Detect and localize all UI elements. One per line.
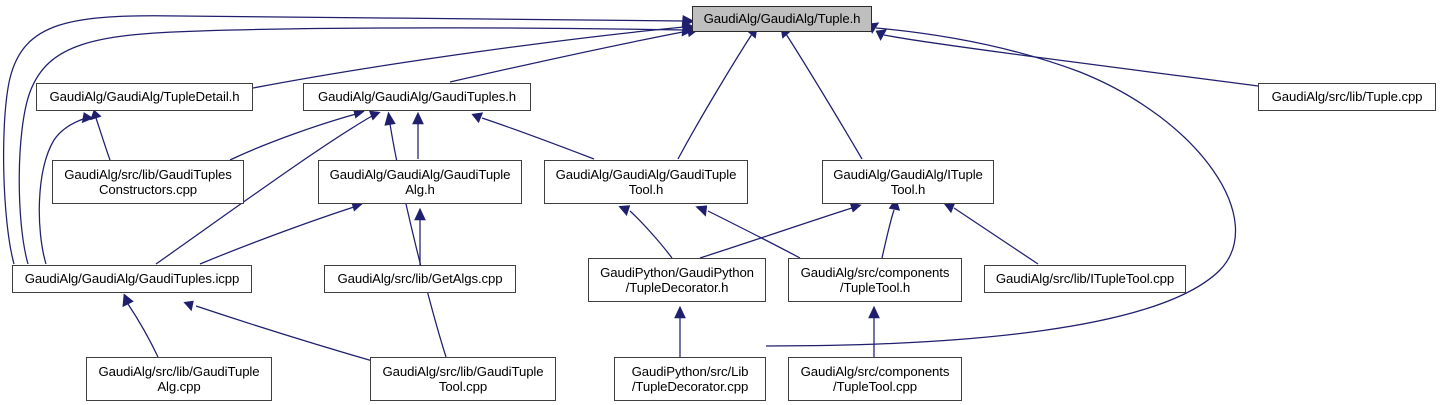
edge-comp-tupletool-h-to-itupletool-h — [881, 209, 895, 259]
arrowhead — [868, 305, 880, 319]
node-components-tupletool-cpp[interactable]: GaudiAlg/src/components /TupleTool.cpp — [788, 357, 962, 401]
node-tupledetail-h[interactable]: GaudiAlg/GaudiAlg/TupleDetail.h — [36, 83, 253, 111]
edge-gauditupres-icpp-to-gauditupres-h — [155, 115, 373, 265]
node-label-line1: GaudiAlg/GaudiAlg/TupleDetail.h — [49, 89, 240, 105]
edge-gauditupres-h-to-tuple-h — [449, 30, 689, 83]
arrowhead — [81, 112, 94, 124]
edge-gaudituptool-cpp-to-gauditupres-icpp — [195, 305, 377, 363]
node-label-line1: GaudiAlg/src/lib/Tuple.cpp — [1271, 89, 1423, 105]
node-tupledecorator-h[interactable]: GaudiPython/GaudiPython /TupleDecorator.… — [588, 258, 766, 302]
arrowhead — [943, 203, 956, 214]
edge-tupledecorator-h-to-gaudituptool-h — [629, 210, 673, 259]
node-label-line2: Constructors.cpp — [98, 182, 198, 197]
arrowhead — [183, 300, 194, 312]
node-gaudituples-h[interactable]: GaudiAlg/GaudiAlg/GaudiTuples.h — [303, 83, 531, 111]
node-label-line1: GaudiAlg/GaudiAlg/Tuple.h — [703, 11, 861, 27]
edge-gauditupctor-cpp-to-tupledetail-h — [95, 117, 111, 161]
node-label-line1: GaudiAlg/src/lib/GaudiTuple — [382, 363, 544, 379]
node-label-line1: GaudiAlg/src/lib/ITupleTool.cpp — [995, 271, 1175, 287]
edge-tupledecorator-h-to-itupletool-h — [699, 207, 853, 259]
edge-tuple-cpp-to-tuple-h — [883, 34, 1259, 87]
node-tuple-h[interactable]: GaudiAlg/GaudiAlg/Tuple.h — [692, 6, 872, 32]
node-tuple-cpp[interactable]: GaudiAlg/src/lib/Tuple.cpp — [1258, 83, 1436, 111]
arrowhead — [90, 109, 102, 121]
node-label-line2: Tool.h — [890, 182, 926, 197]
node-label-line2: /TupleTool.cpp — [833, 379, 917, 394]
arrowhead — [368, 110, 381, 121]
arrowhead — [414, 207, 426, 221]
arrowhead — [412, 111, 424, 125]
node-label-line1: GaudiAlg/GaudiAlg/ITuple — [833, 166, 983, 182]
node-gaudituples-constructors-cpp[interactable]: GaudiAlg/src/lib/GaudiTuples Constructor… — [52, 160, 244, 204]
node-label-line2: Tool.cpp — [438, 379, 488, 394]
arrowhead — [471, 112, 484, 124]
node-label-line2: Tool.h — [628, 182, 664, 197]
edge-gaudituptool-h-to-gauditupres-h — [481, 117, 595, 160]
edge-gauditupres-icpp-to-tuple-h-outer — [2, 15, 685, 265]
edge-gaudituptool-h-to-tuple-h — [677, 33, 753, 160]
node-gaudituppletool-h[interactable]: GaudiAlg/GaudiAlg/GaudiTuple Tool.h — [544, 160, 748, 204]
node-components-tupletool-h[interactable]: GaudiAlg/src/components /TupleTool.h — [788, 258, 962, 302]
node-label-line2: /TupleTool.h — [839, 280, 911, 295]
node-gaudituples-icpp[interactable]: GaudiAlg/GaudiAlg/GaudiTuples.icpp — [12, 265, 252, 293]
arrowhead — [674, 305, 686, 319]
node-tupledecorator-cpp[interactable]: GaudiPython/src/Lib /TupleDecorator.cpp — [614, 357, 766, 401]
edge-tupledetail-h-to-tuple-h — [252, 26, 685, 89]
arrowhead — [849, 202, 862, 213]
edge-itupletool-cpp-to-itupletool-h — [953, 207, 1039, 265]
node-label-line1: GaudiAlg/GaudiAlg/GaudiTuples.icpp — [24, 271, 240, 287]
node-label-line1: GaudiAlg/GaudiAlg/GaudiTuples.h — [317, 89, 516, 105]
node-label-line1: GaudiAlg/src/components — [800, 363, 950, 379]
node-gaudituplealg-cpp[interactable]: GaudiAlg/src/lib/GaudiTuple Alg.cpp — [86, 357, 272, 401]
edge-tupledecorator-cpp-to-tuple-h — [765, 27, 1237, 347]
node-label-line1: GaudiAlg/GaudiAlg/GaudiTuple — [555, 166, 737, 182]
edge-layer — [2, 15, 1259, 363]
node-label-line1: GaudiPython/src/Lib — [631, 363, 749, 379]
node-label-line1: GaudiAlg/src/components — [800, 264, 950, 280]
node-label-line2: Alg.h — [405, 182, 435, 197]
node-itupletool-h[interactable]: GaudiAlg/GaudiAlg/ITuple Tool.h — [822, 160, 994, 204]
node-label-line1: GaudiAlg/src/lib/GaudiTuples — [64, 166, 232, 182]
edge-gauditupctor-cpp-to-gauditupres-h — [229, 113, 357, 161]
node-gaudituppletool-cpp[interactable]: GaudiAlg/src/lib/GaudiTuple Tool.cpp — [370, 357, 556, 401]
edge-gauditupres-icpp-to-gaudituplealg-h — [199, 206, 355, 265]
node-label-line1: GaudiAlg/GaudiAlg/GaudiTuple — [329, 166, 511, 182]
arrowhead — [875, 29, 887, 41]
arrowhead — [384, 111, 396, 126]
edge-itupletool-h-to-tuple-h — [785, 33, 863, 160]
node-getalgs-cpp[interactable]: GaudiAlg/src/lib/GetAlgs.cpp — [324, 265, 516, 293]
node-label-line1: GaudiAlg/src/lib/GaudiTuple — [98, 363, 260, 379]
node-label-line2: Alg.cpp — [157, 379, 201, 394]
node-label-line1: GaudiAlg/src/lib/GetAlgs.cpp — [337, 271, 503, 287]
node-label-line2: /TupleDecorator.cpp — [631, 379, 749, 394]
node-gaudituplealg-h[interactable]: GaudiAlg/GaudiAlg/GaudiTuple Alg.h — [318, 160, 522, 204]
arrowhead — [618, 205, 631, 217]
edge-gaudituplealg-cpp-to-gauditupres-icpp — [127, 303, 159, 358]
edge-gauditupres-icpp-to-tuple-h-inner — [18, 27, 685, 265]
arrowhead — [122, 293, 134, 308]
node-label-line1: GaudiPython/GaudiPython — [600, 264, 754, 280]
edge-gaudituptool-cpp-to-gauditupres-h — [389, 123, 447, 358]
edge-comp-tupletool-h-to-gaudituptool-h — [707, 210, 801, 259]
node-label-line2: /TupleDecorator.h — [625, 280, 729, 295]
arrowhead — [695, 205, 708, 217]
node-itupletool-cpp[interactable]: GaudiAlg/src/lib/ITupleTool.cpp — [984, 265, 1186, 293]
edge-gauditupres-icpp-to-tupledetail-h — [38, 117, 87, 265]
